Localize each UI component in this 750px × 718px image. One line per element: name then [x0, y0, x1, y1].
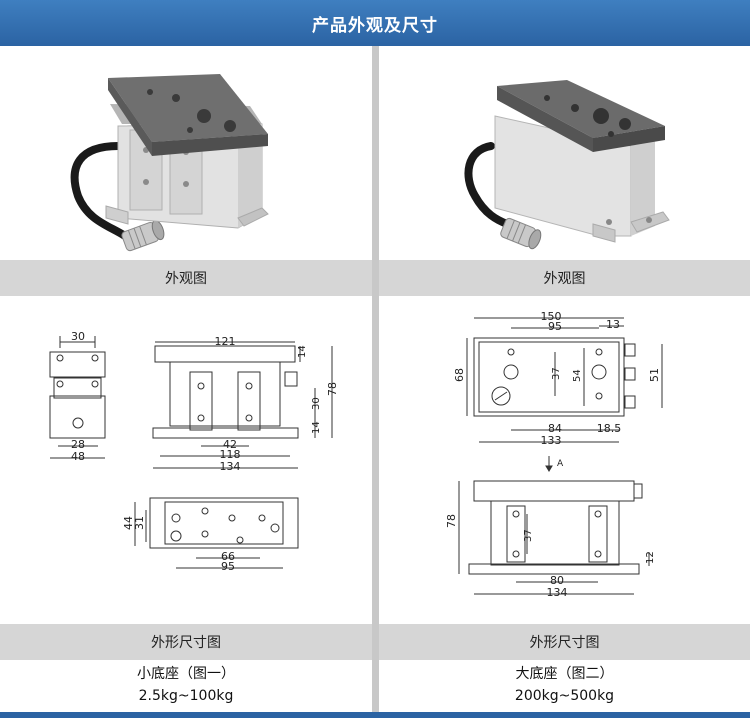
dim-w95: 95 [548, 320, 562, 333]
dim-h44: 44 [122, 516, 135, 530]
right-caption: 大底座（图二） 200kg~500kg [379, 660, 750, 710]
dim-w30: 30 [71, 330, 85, 343]
left-appearance-label: 外观图 [0, 260, 372, 296]
dim-w42: 42 [223, 438, 237, 451]
right-caption-model: 大底座（图二） [515, 666, 614, 682]
right-product-photo [379, 46, 750, 260]
dim-w133: 133 [541, 434, 562, 447]
dim-w18-5: 18.5 [597, 422, 622, 435]
dim-w118: 118 [220, 448, 241, 461]
footer-bar [0, 712, 750, 718]
dim-h14a: 14 [297, 345, 308, 358]
right-appearance-label: 外观图 [379, 260, 750, 296]
dim-h31: 31 [133, 516, 146, 530]
dim-w134: 134 [220, 460, 241, 473]
dim-h51: 51 [648, 368, 661, 382]
right-caption-range: 200kg~500kg [514, 688, 615, 704]
left-dimension-drawing: 30 28 48 121 14 30 14 78 42 118 134 [0, 296, 372, 624]
left-caption: 小底座（图一） 2.5kg~100kg [0, 660, 372, 710]
dim-w80: 80 [550, 574, 564, 587]
dim-h78: 78 [326, 382, 339, 396]
right-dimension-drawing: 150 95 13 68 37 54 51 84 18.5 133 A 78 [379, 296, 750, 624]
dim-w28: 28 [71, 438, 85, 451]
left-drawing-label: 外形尺寸图 [0, 624, 372, 660]
dim-w95: 95 [221, 560, 235, 573]
dim-w150: 150 [541, 310, 562, 323]
left-caption-range: 2.5kg~100kg [138, 688, 234, 704]
right-drawing-label: 外形尺寸图 [379, 624, 750, 660]
left-product-photo [0, 46, 372, 260]
dim-w134-right: 134 [547, 586, 568, 599]
page-title: 产品外观及尺寸 [0, 0, 750, 46]
column-divider [372, 46, 379, 712]
dim-h68: 68 [453, 368, 466, 382]
dim-h30: 30 [311, 397, 322, 410]
dim-h78-right: 78 [445, 514, 458, 528]
dim-w13: 13 [606, 318, 620, 331]
dim-h37b: 37 [523, 529, 534, 542]
dim-h37a: 37 [551, 367, 562, 380]
section-arrow-a: A [557, 459, 564, 469]
dim-h54: 54 [572, 369, 583, 382]
left-caption-model: 小底座（图一） [137, 666, 235, 682]
dim-h14b: 14 [311, 421, 322, 434]
dim-w84: 84 [548, 422, 562, 435]
dim-w121: 121 [215, 335, 236, 348]
dim-w66: 66 [221, 550, 235, 563]
dim-h12: 12 [645, 551, 656, 564]
dim-w48: 48 [71, 450, 85, 463]
